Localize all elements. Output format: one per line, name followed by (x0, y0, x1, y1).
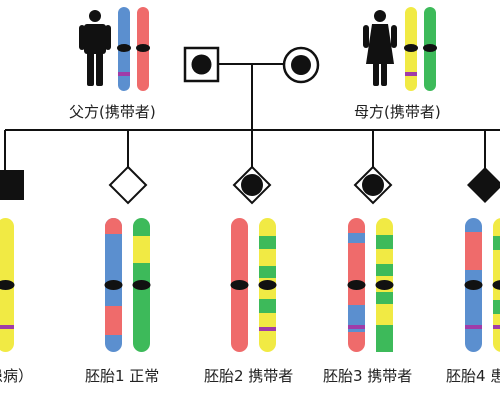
father-carrier-symbol (183, 46, 220, 83)
father-label: 父方(携带者) (69, 103, 156, 121)
embryo-4-label: 胚胎4 患 (446, 367, 500, 385)
embryo-4-chromosomes (464, 218, 500, 352)
carrier-embryo-symbol-3 (353, 165, 393, 205)
female-person-icon (363, 10, 397, 86)
embryo-3-chromosomes (347, 218, 394, 352)
affected-embryo-symbol (467, 167, 500, 203)
embryo-3-label: 胚胎3 携带者 (323, 367, 413, 385)
embryo-1-chromosomes (104, 218, 151, 352)
mother-chromosome-pair (404, 7, 437, 91)
embryo-2-chromosomes (230, 218, 277, 352)
father-chromosome-pair (117, 7, 150, 91)
mother-label: 母方(携带者) (354, 103, 441, 121)
embryo-2-label: 胚胎2 携带者 (204, 367, 294, 385)
carrier-embryo-symbol-2 (232, 165, 272, 205)
male-person-icon (79, 10, 111, 86)
embryo-1-label: 胚胎1 正常 (85, 367, 160, 385)
child-0-chromosomes (0, 218, 15, 352)
affected-male-symbol (0, 170, 24, 200)
child-0-label: 患病） (0, 367, 34, 385)
normal-embryo-symbol (108, 165, 148, 205)
mother-carrier-symbol (282, 46, 320, 84)
pedigree-lines (4, 63, 500, 170)
